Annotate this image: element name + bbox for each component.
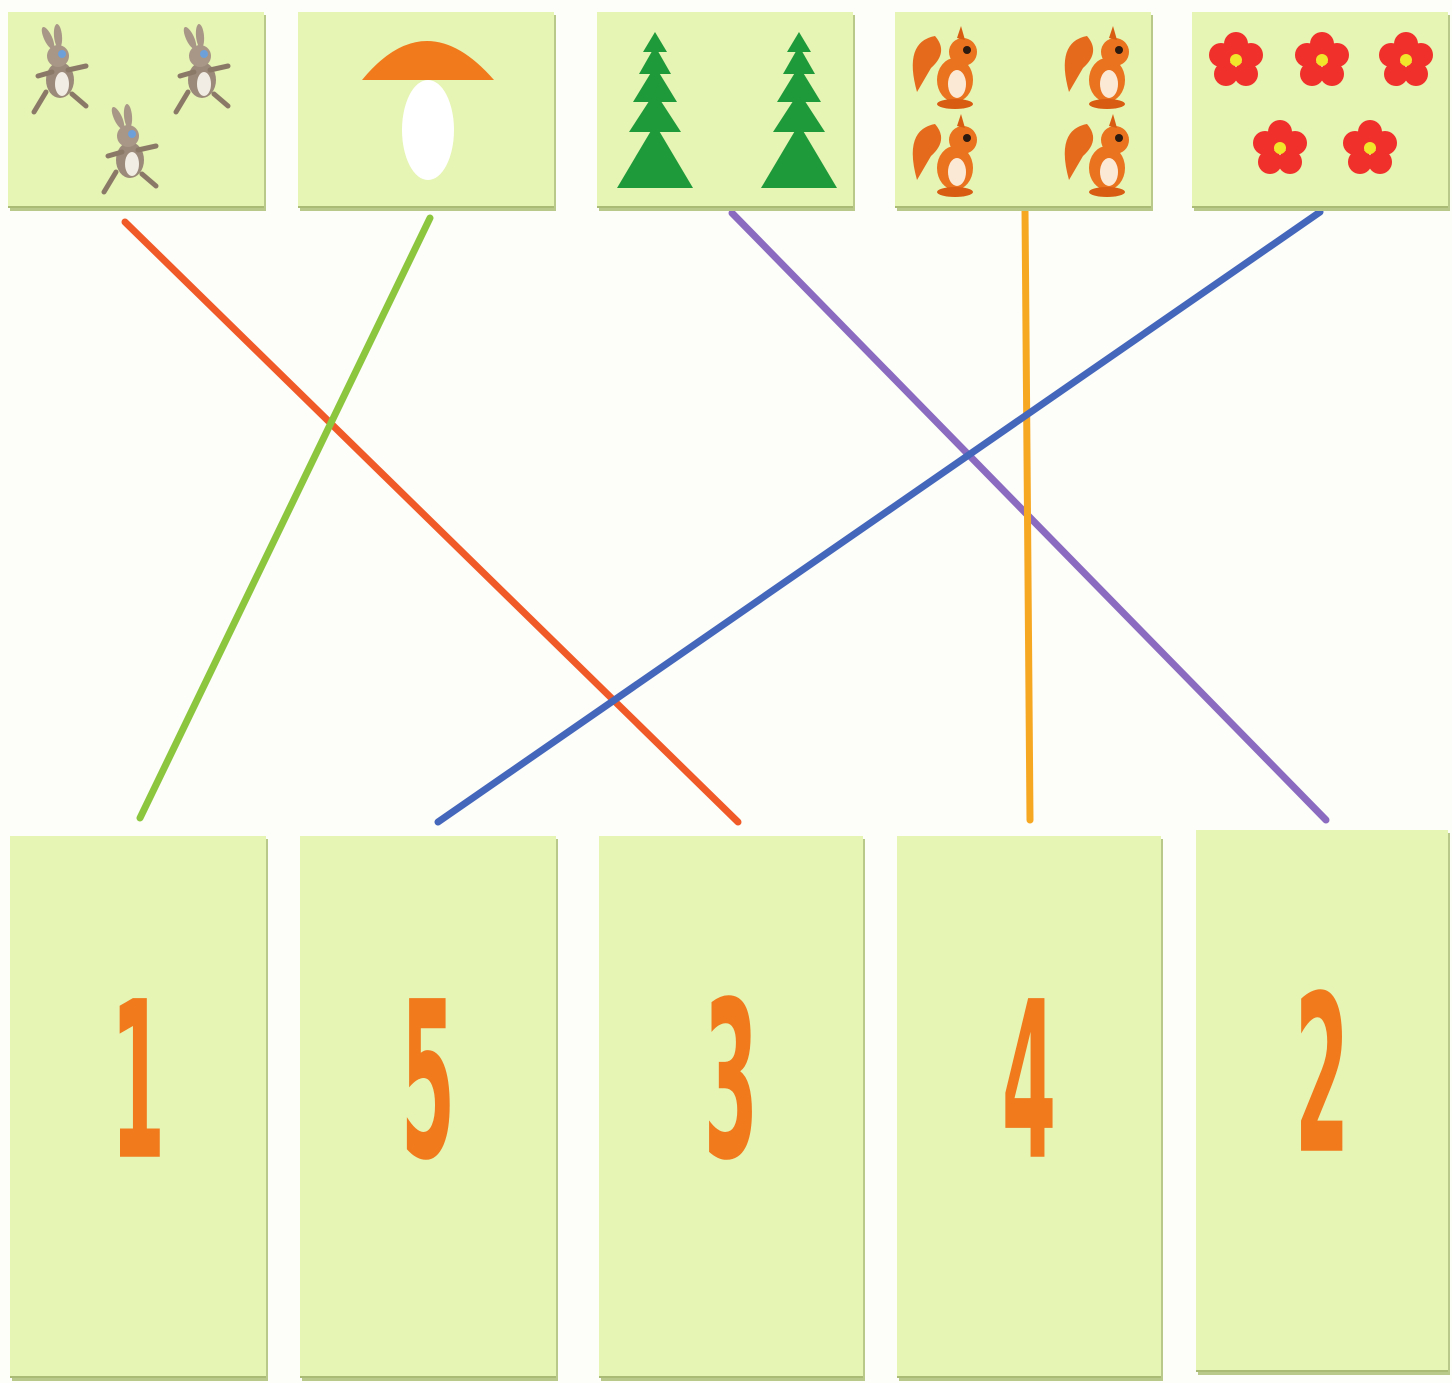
fir-tree-icon (617, 32, 693, 188)
number-label: 2 (1256, 968, 1387, 1186)
squirrel-icon (913, 114, 977, 197)
hare-icon (176, 24, 228, 112)
flower-icon (1253, 120, 1307, 174)
number-label: 4 (960, 974, 1097, 1192)
picture-card-mushroom[interactable] (298, 12, 554, 208)
squirrels-picture (895, 12, 1151, 206)
fir-tree-icon (761, 32, 837, 188)
squirrel-icon (913, 26, 977, 109)
squirrel-icon (1065, 26, 1129, 109)
picture-card-squirrels[interactable] (895, 12, 1151, 208)
hare-icon (34, 24, 86, 112)
number-label: 3 (662, 974, 799, 1192)
line-squirrels-to-4 (1025, 210, 1030, 820)
number-label: 1 (71, 974, 204, 1192)
picture-card-flowers[interactable] (1192, 12, 1448, 208)
line-mushroom-to-1 (140, 218, 430, 818)
flower-icon (1295, 32, 1349, 86)
number-label: 5 (361, 974, 494, 1192)
squirrel-icon (1065, 114, 1129, 197)
trees-picture (597, 12, 853, 206)
line-trees-to-2 (732, 213, 1326, 820)
line-flowers-to-5 (438, 212, 1320, 822)
number-card-5[interactable]: 5 (300, 836, 556, 1378)
number-card-3[interactable]: 3 (599, 836, 863, 1378)
hare-icon (104, 104, 156, 192)
number-card-2[interactable]: 2 (1196, 830, 1448, 1372)
mushroom-icon (362, 41, 494, 180)
flower-icon (1379, 32, 1433, 86)
picture-card-trees[interactable] (597, 12, 853, 208)
number-card-1[interactable]: 1 (10, 836, 266, 1378)
flower-icon (1209, 32, 1263, 86)
picture-card-hares[interactable] (8, 12, 264, 208)
flowers-picture (1192, 12, 1448, 206)
flower-icon (1343, 120, 1397, 174)
mushroom-picture (298, 12, 554, 206)
number-card-4[interactable]: 4 (897, 836, 1161, 1378)
hares-picture (8, 12, 264, 206)
line-hares-to-3 (125, 222, 738, 822)
